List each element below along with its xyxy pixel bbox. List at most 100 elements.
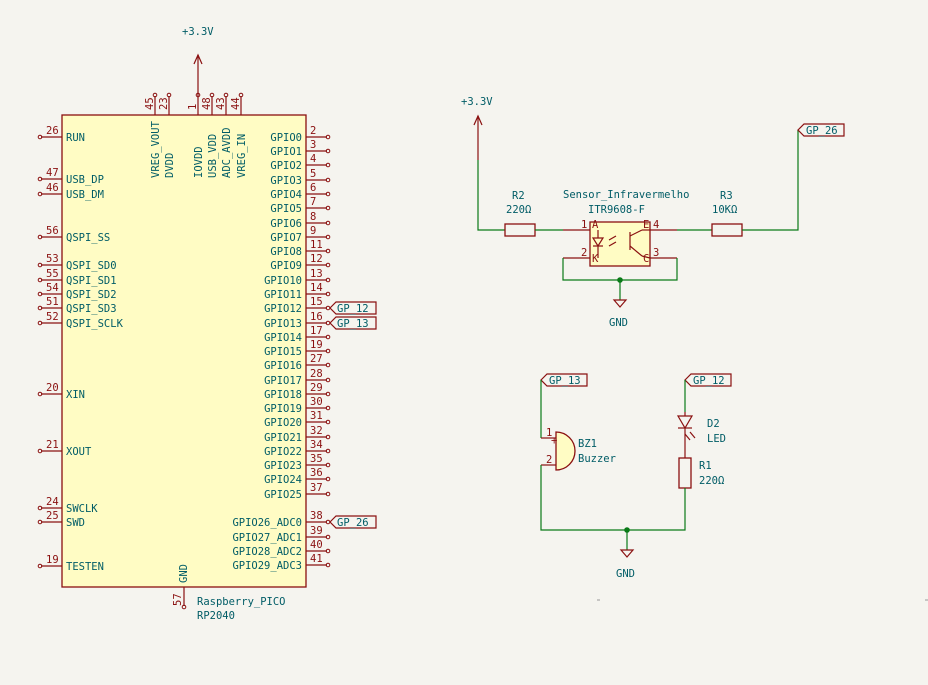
sensor-light-ray-2 xyxy=(608,241,617,247)
pin-end xyxy=(325,134,331,140)
pin-name: SWD xyxy=(66,517,85,529)
d2-light-ray-1 xyxy=(689,431,696,439)
pin-number: 3 xyxy=(310,139,316,151)
gnd-symbol-lower[interactable]: GND xyxy=(616,549,635,580)
led-d2[interactable]: D2 LED xyxy=(676,412,726,458)
resistor-r3[interactable]: R3 10KΩ xyxy=(711,190,743,237)
label-gp26-sensor[interactable]: GP_26 xyxy=(797,123,845,137)
u1-value: RP2040 xyxy=(197,610,235,622)
pin-number: 39 xyxy=(310,525,323,537)
u1-gnd-pin-name: GND xyxy=(178,564,190,583)
label-gp26-u1[interactable]: GP_26 xyxy=(329,515,377,529)
pin-number: 47 xyxy=(46,167,59,179)
buzzer-bz1[interactable]: 1 2 + BZ1 Buzzer xyxy=(541,427,616,471)
label-gp13-buzzer[interactable]: GP_13 xyxy=(540,373,588,387)
label-gp12-led[interactable]: GP_12 xyxy=(684,373,732,387)
pin-number: 14 xyxy=(310,282,323,294)
resistor-r1[interactable]: R1 220Ω xyxy=(678,457,724,489)
pin-number: 48 xyxy=(201,97,213,110)
gnd-sensor-triangle xyxy=(612,299,628,308)
pin-number: 43 xyxy=(215,97,227,110)
pin-number: 11 xyxy=(310,239,323,251)
pin-end xyxy=(325,248,331,254)
power-3v3-right[interactable]: +3.3V xyxy=(461,96,493,160)
sensor-itr9608[interactable]: A K E C 1 2 4 3 Sensor_Infravermelho ITR… xyxy=(563,189,689,267)
pin-name: GPIO29_ADC3 xyxy=(232,560,302,572)
sensor-pin4-number: 4 xyxy=(653,219,659,231)
pin-number: 24 xyxy=(46,496,59,508)
sensor-pin-a-name: A xyxy=(592,219,599,231)
pin-number: 4 xyxy=(310,153,316,165)
label-gp26-u1-text: GP_26 xyxy=(337,517,369,529)
pin-number: 30 xyxy=(310,396,323,408)
r1-body xyxy=(678,457,692,489)
label-gp13-u1[interactable]: GP_13 xyxy=(329,316,377,330)
label-gp26-u1-shape xyxy=(329,515,377,529)
u1-body xyxy=(61,114,307,588)
pin-end xyxy=(325,534,331,540)
gnd-symbol-sensor[interactable]: GND xyxy=(609,299,628,329)
resistor-r2[interactable]: R2 220Ω xyxy=(504,190,536,237)
pin-name: GPIO4 xyxy=(270,189,302,201)
pin-end xyxy=(37,448,43,454)
label-gp12-u1[interactable]: GP_12 xyxy=(329,301,377,315)
r2-reference: R2 xyxy=(512,190,525,202)
pin-number: 32 xyxy=(310,425,323,437)
sensor-pin-c-name: E xyxy=(643,219,649,231)
power-3v3-top[interactable]: +3.3V xyxy=(182,26,214,96)
pin-number: 16 xyxy=(310,311,323,323)
pin-name: QSPI_SD2 xyxy=(66,289,117,301)
